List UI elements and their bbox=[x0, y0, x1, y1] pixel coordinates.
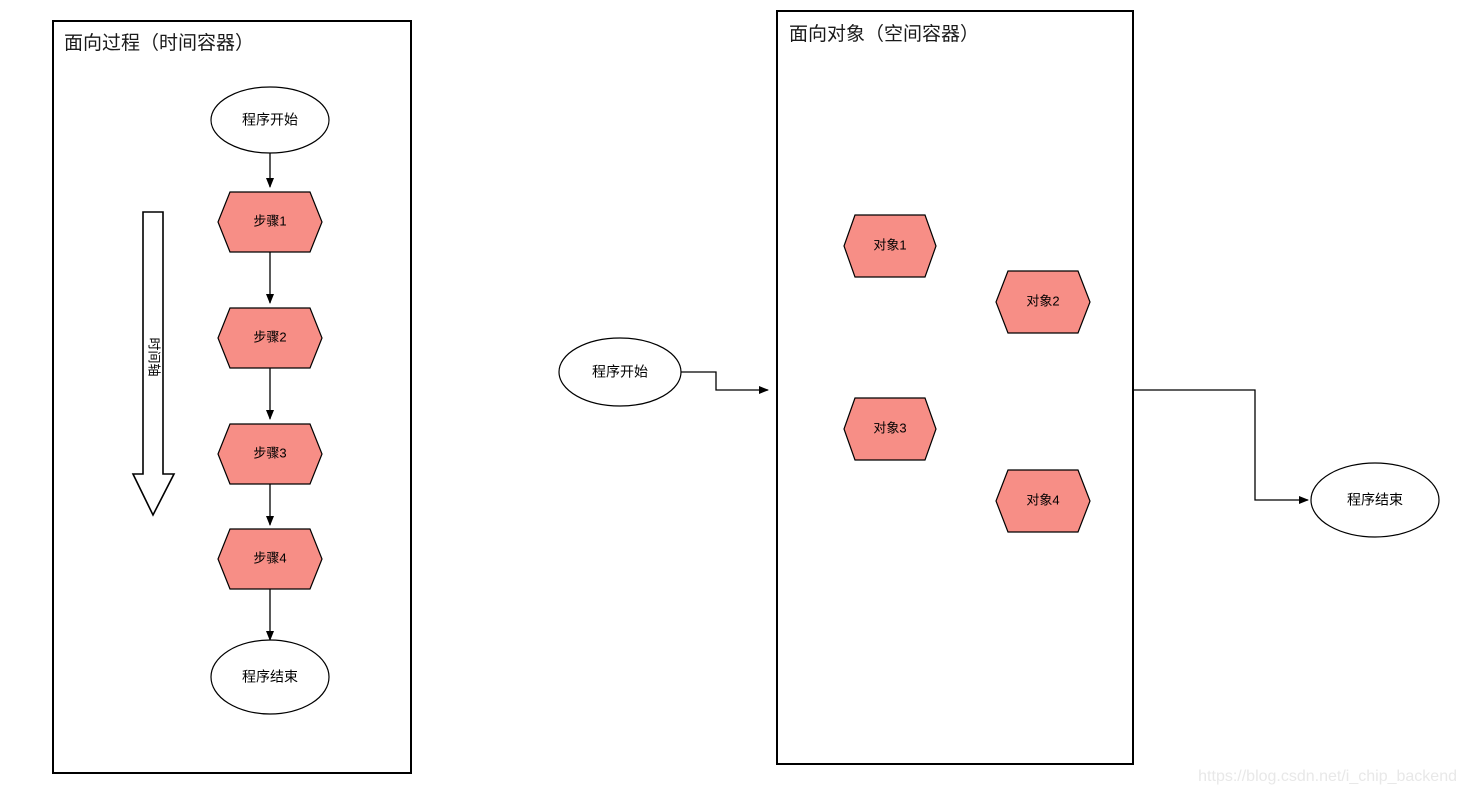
left-panel-title: 面向过程（时间容器） bbox=[64, 32, 254, 54]
time-axis-label: 时间轴 bbox=[147, 337, 162, 376]
left-step-3-node: 步骤3 bbox=[217, 423, 323, 485]
right-connector-panel-to-end bbox=[1133, 389, 1309, 504]
left-step-4-node: 步骤4 bbox=[217, 528, 323, 590]
right-object-2-label: 对象2 bbox=[1026, 293, 1059, 308]
left-step-1-label: 步骤1 bbox=[253, 213, 286, 228]
right-object-2-node: 对象2 bbox=[995, 270, 1091, 334]
right-end-label: 程序结束 bbox=[1347, 492, 1403, 508]
left-step-2-hexagon bbox=[217, 307, 323, 369]
right-object-3-label: 对象3 bbox=[873, 420, 906, 435]
watermark: https://blog.csdn.net/i_chip_backend bbox=[1198, 768, 1457, 785]
right-object-4-hexagon bbox=[995, 469, 1091, 533]
time-axis-arrow bbox=[131, 211, 176, 517]
left-end-node: 程序结束 bbox=[210, 639, 330, 715]
left-start-label: 程序开始 bbox=[242, 112, 298, 128]
right-panel-border bbox=[776, 10, 1134, 765]
left-end-ellipse bbox=[210, 639, 330, 715]
left-step-1-node: 步骤1 bbox=[217, 191, 323, 253]
left-start-node: 程序开始 bbox=[210, 86, 330, 154]
left-panel-group: 面向过程（时间容器） 时间轴 程序开始 步骤1 步骤2 bbox=[52, 20, 412, 774]
left-step-4-label: 步骤4 bbox=[253, 550, 286, 565]
right-object-3-hexagon bbox=[843, 397, 937, 461]
right-object-1-hexagon bbox=[843, 214, 937, 278]
left-step-3-hexagon bbox=[217, 423, 323, 485]
right-object-3-node: 对象3 bbox=[843, 397, 937, 461]
time-axis-arrow-group: 时间轴 bbox=[131, 211, 176, 517]
right-start-node: 程序开始 bbox=[558, 337, 682, 407]
left-step-4-hexagon bbox=[217, 528, 323, 590]
right-end-node: 程序结束 bbox=[1310, 462, 1440, 538]
left-end-label: 程序结束 bbox=[242, 669, 298, 685]
left-step-2-label: 步骤2 bbox=[253, 329, 286, 344]
right-end-ellipse bbox=[1310, 462, 1440, 538]
right-object-4-label: 对象4 bbox=[1026, 492, 1059, 507]
left-panel-border bbox=[52, 20, 412, 774]
right-object-4-node: 对象4 bbox=[995, 469, 1091, 533]
right-connector-start-to-panel bbox=[681, 371, 769, 394]
right-object-1-node: 对象1 bbox=[843, 214, 937, 278]
left-step-2-node: 步骤2 bbox=[217, 307, 323, 369]
left-step-1-hexagon bbox=[217, 191, 323, 253]
right-object-1-label: 对象1 bbox=[873, 237, 906, 252]
right-panel-group: 面向对象（空间容器） 对象1 对象2 对象3 对象4 bbox=[776, 10, 1134, 765]
right-panel-title: 面向对象（空间容器） bbox=[789, 23, 979, 45]
left-step-3-label: 步骤3 bbox=[253, 445, 286, 460]
right-start-label: 程序开始 bbox=[592, 364, 648, 380]
right-object-2-hexagon bbox=[995, 270, 1091, 334]
